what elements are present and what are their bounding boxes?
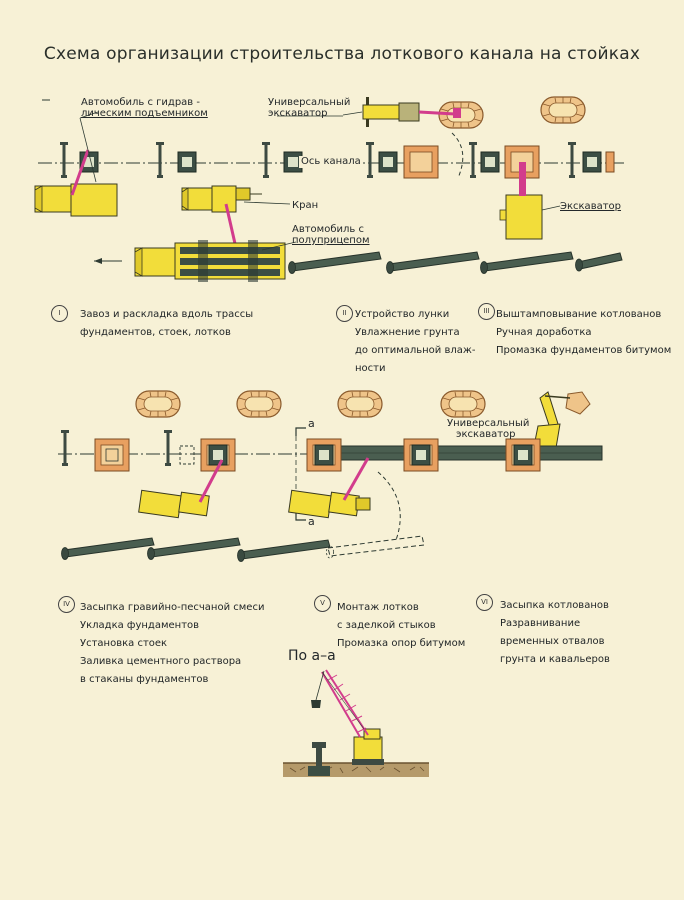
label-universal-excavator-top-1: Универсальный [268, 97, 351, 108]
step-3-line-3: Промазка фундаментов битумом [496, 345, 672, 356]
step-1-description: Завоз и раскладка вдоль трассы фундамент… [80, 306, 253, 342]
step-4-line-1: Засыпка гравийно-песчаной смеси [80, 602, 265, 613]
label-universal-excavator-top-2: экскаватор [268, 108, 328, 119]
step-3-line-2: Ручная доработка [496, 327, 592, 338]
label-truck-lift-1: Автомобиль с гидрав - [81, 97, 200, 108]
step-1-line-1: Завоз и раскладка вдоль трассы [80, 309, 254, 320]
label-truck-trailer-2: полуприцепом [292, 235, 370, 246]
section-mark-a-bottom: a [308, 515, 315, 528]
step-5-line-1: Монтаж лотков [337, 602, 419, 613]
step-4-line-4: Заливка цементного раствора [80, 656, 242, 667]
step-2-line-2: Увлажнение грунта [355, 327, 460, 338]
label-universal-excavator-mid-1: Универсальный [447, 418, 530, 429]
step-5-line-3: Промазка опор битумом [337, 638, 466, 649]
label-truck-trailer-1: Автомобиль с [292, 224, 364, 235]
step-4-description: Засыпка гравийно-песчаной смеси Укладка … [80, 599, 264, 689]
section-view-label: По а–а [288, 648, 336, 664]
step-2-description: Устройство лунки Увлажнение грунта до оп… [355, 306, 476, 378]
label-truck-lift-2: лическим подъемником [81, 108, 208, 119]
label-crane: Кран [292, 200, 319, 211]
label-canal-axis: Ось канала [299, 156, 363, 168]
step-5-line-2: с заделкой стыков [337, 620, 436, 631]
step-4-line-2: Укладка фундаментов [80, 620, 200, 631]
step-1-line-2: фундаментов, стоек, лотков [80, 327, 231, 338]
step-5-description: Монтаж лотков с заделкой стыков Промазка… [337, 599, 465, 653]
label-excavator: Экскаватор [560, 201, 622, 212]
label-universal-excavator-mid-2: экскаватор [456, 429, 516, 440]
step-1-number-badge: I [51, 305, 68, 322]
step-3-line-1: Выштамповывание котлованов [496, 309, 662, 320]
step-6-line-2: Разравнивание [500, 618, 581, 629]
step-6-line-4: грунта и кавальеров [500, 654, 610, 665]
step-6-line-3: временных отвалов [500, 636, 605, 647]
step-2-number-badge: II [336, 305, 353, 322]
step-4-line-3: Установка стоек [80, 638, 168, 649]
step-4-number-badge: IV [58, 596, 75, 613]
diagram-title: Схема организации строительства лотковог… [43, 44, 641, 64]
step-3-number-badge: III [478, 303, 495, 320]
step-6-number-badge: VI [476, 594, 493, 611]
section-mark-a-top: a [308, 417, 315, 430]
step-6-line-1: Засыпка котлованов [500, 600, 609, 611]
step-2-line-4: ности [355, 363, 386, 374]
step-5-number-badge: V [314, 595, 331, 612]
step-2-line-3: до оптимальной влаж- [355, 345, 476, 356]
step-2-line-1: Устройство лунки [355, 309, 450, 320]
step-4-line-5: в стаканы фундаментов [80, 674, 209, 685]
step-3-description: Выштамповывание котлованов Ручная дорабо… [496, 306, 671, 360]
step-6-description: Засыпка котлованов Разравнивание временн… [500, 597, 610, 669]
